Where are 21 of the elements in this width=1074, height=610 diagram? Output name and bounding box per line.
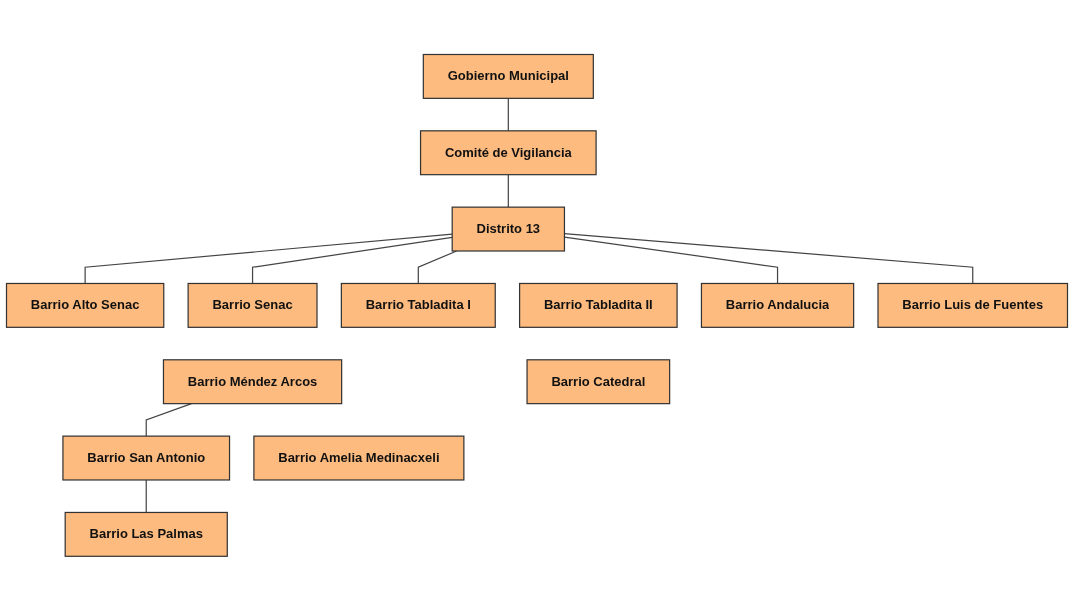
connector [84, 233, 453, 284]
connector [507, 173, 509, 208]
node-box: Barrio Méndez Arcos [162, 358, 343, 404]
node-box: Barrio Tabladita II [519, 282, 678, 328]
connector [507, 97, 509, 132]
node-box: Barrio Amelia Medinacxeli [253, 435, 465, 481]
node-box: Barrio San Antonio [62, 435, 231, 481]
node-box: Distrito 13 [451, 206, 566, 252]
connector [145, 478, 147, 513]
connector [417, 250, 458, 284]
node-box: Comité de Vigilancia [419, 129, 597, 175]
node-box: Barrio Luis de Fuentes [877, 282, 1069, 328]
node-box: Gobierno Municipal [422, 53, 594, 99]
node-box: Barrio Las Palmas [64, 511, 228, 557]
node-box: Barrio Alto Senac [5, 282, 165, 328]
node-box: Barrio Senac [187, 282, 318, 328]
connector [251, 236, 453, 284]
node-box: Barrio Andalucia [700, 282, 855, 328]
node-box: Barrio Catedral [526, 358, 671, 404]
connector [145, 402, 193, 437]
node-box: Barrio Tabladita I [340, 282, 496, 328]
